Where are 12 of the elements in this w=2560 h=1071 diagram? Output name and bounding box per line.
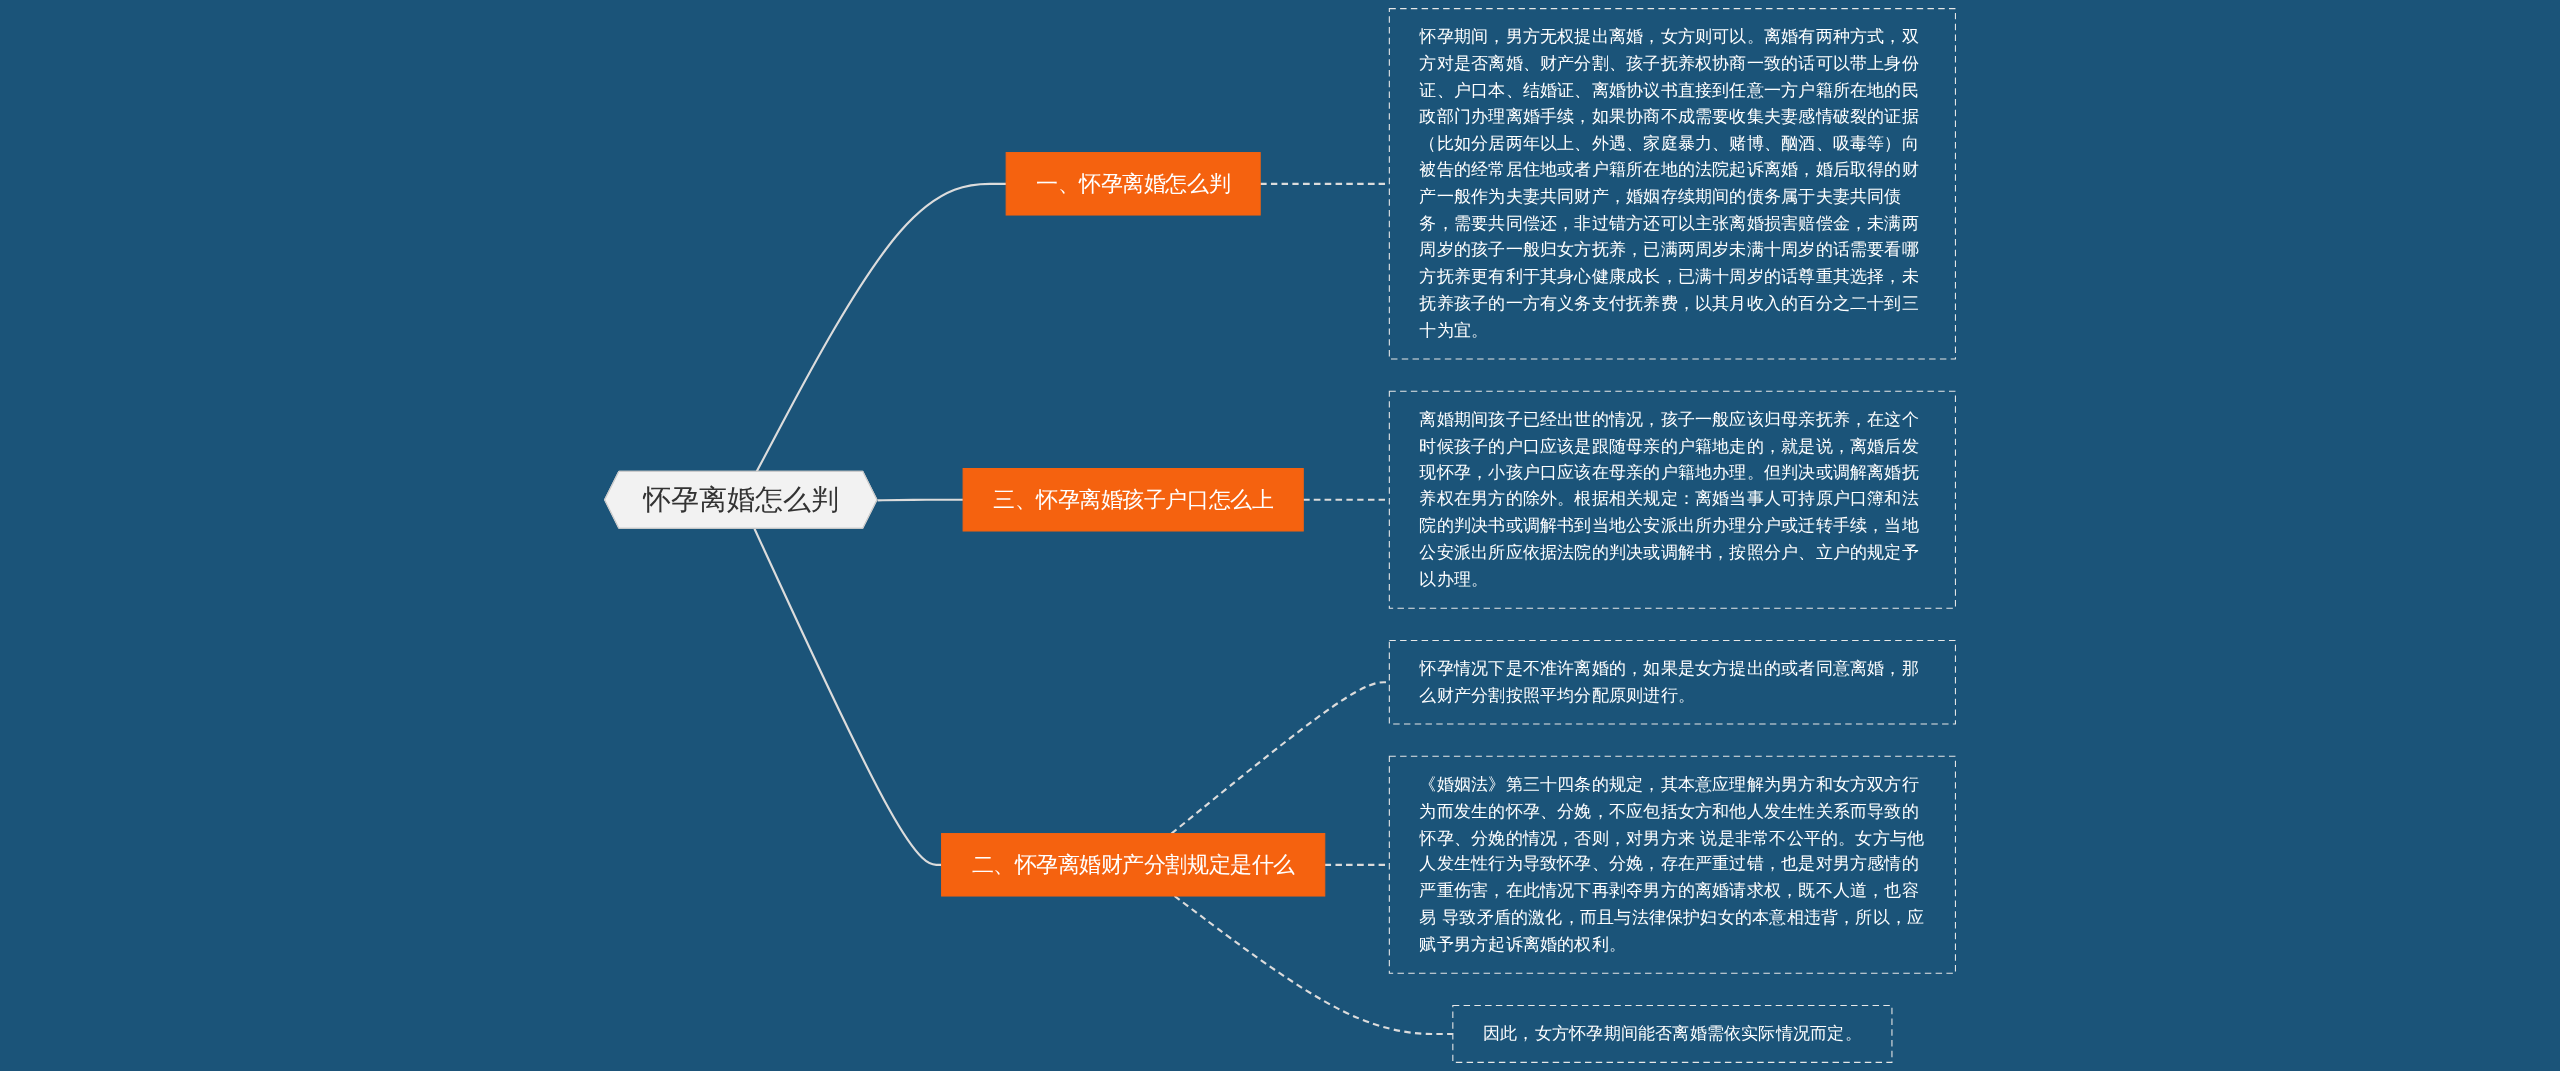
node-box: 一、怀孕离婚怎么判 bbox=[1005, 152, 1261, 216]
node-box: 二、怀孕离婚财产分割规定是什么 bbox=[941, 833, 1326, 897]
connector bbox=[753, 528, 942, 866]
node-box: 三、怀孕离婚孩子户口怎么上 bbox=[962, 468, 1304, 532]
node-box: 怀孕情况下是不准许离婚的，如果是女方提出的或者同意离婚，那么财产分割按照平均分配原则进行。 bbox=[1388, 640, 1956, 725]
node-box: 离婚期间孩子已经出世的情况，孩子一般应该归母亲抚养，在这个时候孩子的户口应该是跟随母亲的户籍地走的，就是说，离婚后发现怀孕，小孩户口应该在母亲的户籍地办理。但判决或调解离婚抚养权在男方的除外。根据相关规定：离婚当事人可持原户口簿和法院的判决书或调解书到当地公安派出所办理分户或迁转手续，当地公安派出所应依据法院的判决或调解书，按照分户、立户的规定予以办理。 bbox=[1388, 390, 1956, 609]
connector bbox=[1173, 895, 1453, 1036]
node-box: 怀孕期间，男方无权提出离婚，女方则可以。离婚有两种方式，双方对是否离婚、财产分割、孩子抚养权协商一致的话可以带上身份证、户口本、结婚证、离婚协议书直接到任意一方户籍所在地的民政部门办理离婚手续，如果协商不成需要收集夫妻感情破裂的证据（比如分居两年以上、外遇、家庭暴力、赌博、酗酒、吸毒等）向被告的经常居住地或者户籍所在地的法院起诉离婚，婚后取得的财产一般作为夫妻共同财产，婚姻存续期间的债务属于夫妻共同债务，需要共同偿还，非过错方还可以主张离婚损害赔偿金，未满两周岁的孩子一般归女方抚养，已满两周岁未满十周岁的话需要看哪方抚养更有利于其身心健康成长，已满十周岁的话尊重其选择，未抚养孩子的一方有义务支付抚养费，以其月收入的百分之二十到三十为宜。 bbox=[1388, 8, 1956, 360]
connector bbox=[877, 498, 964, 502]
node-box: 《婚姻法》第三十四条的规定，其本意应理解为男方和女方双方行为而发生的怀孕、分娩，不应包括女方和他人发生性关系而导致的怀孕、分娩的情况，否则，对男方来 说是非常不公平的。女方与他人发生性行为导致怀孕、分娩，存在严重过错，也是对男方感情的严重伤害，在此情况下再剥夺男方的离婚请求权，既不人道，也容易 导致矛盾的激化，而且与法律保护妇女的本意相违背，所以，应赋予男方起诉离婚的权利。 bbox=[1388, 755, 1956, 974]
node-box: 因此，女方怀孕期间能否离婚需依实际情况而定。 bbox=[1452, 1005, 1893, 1063]
connector bbox=[755, 182, 1007, 473]
